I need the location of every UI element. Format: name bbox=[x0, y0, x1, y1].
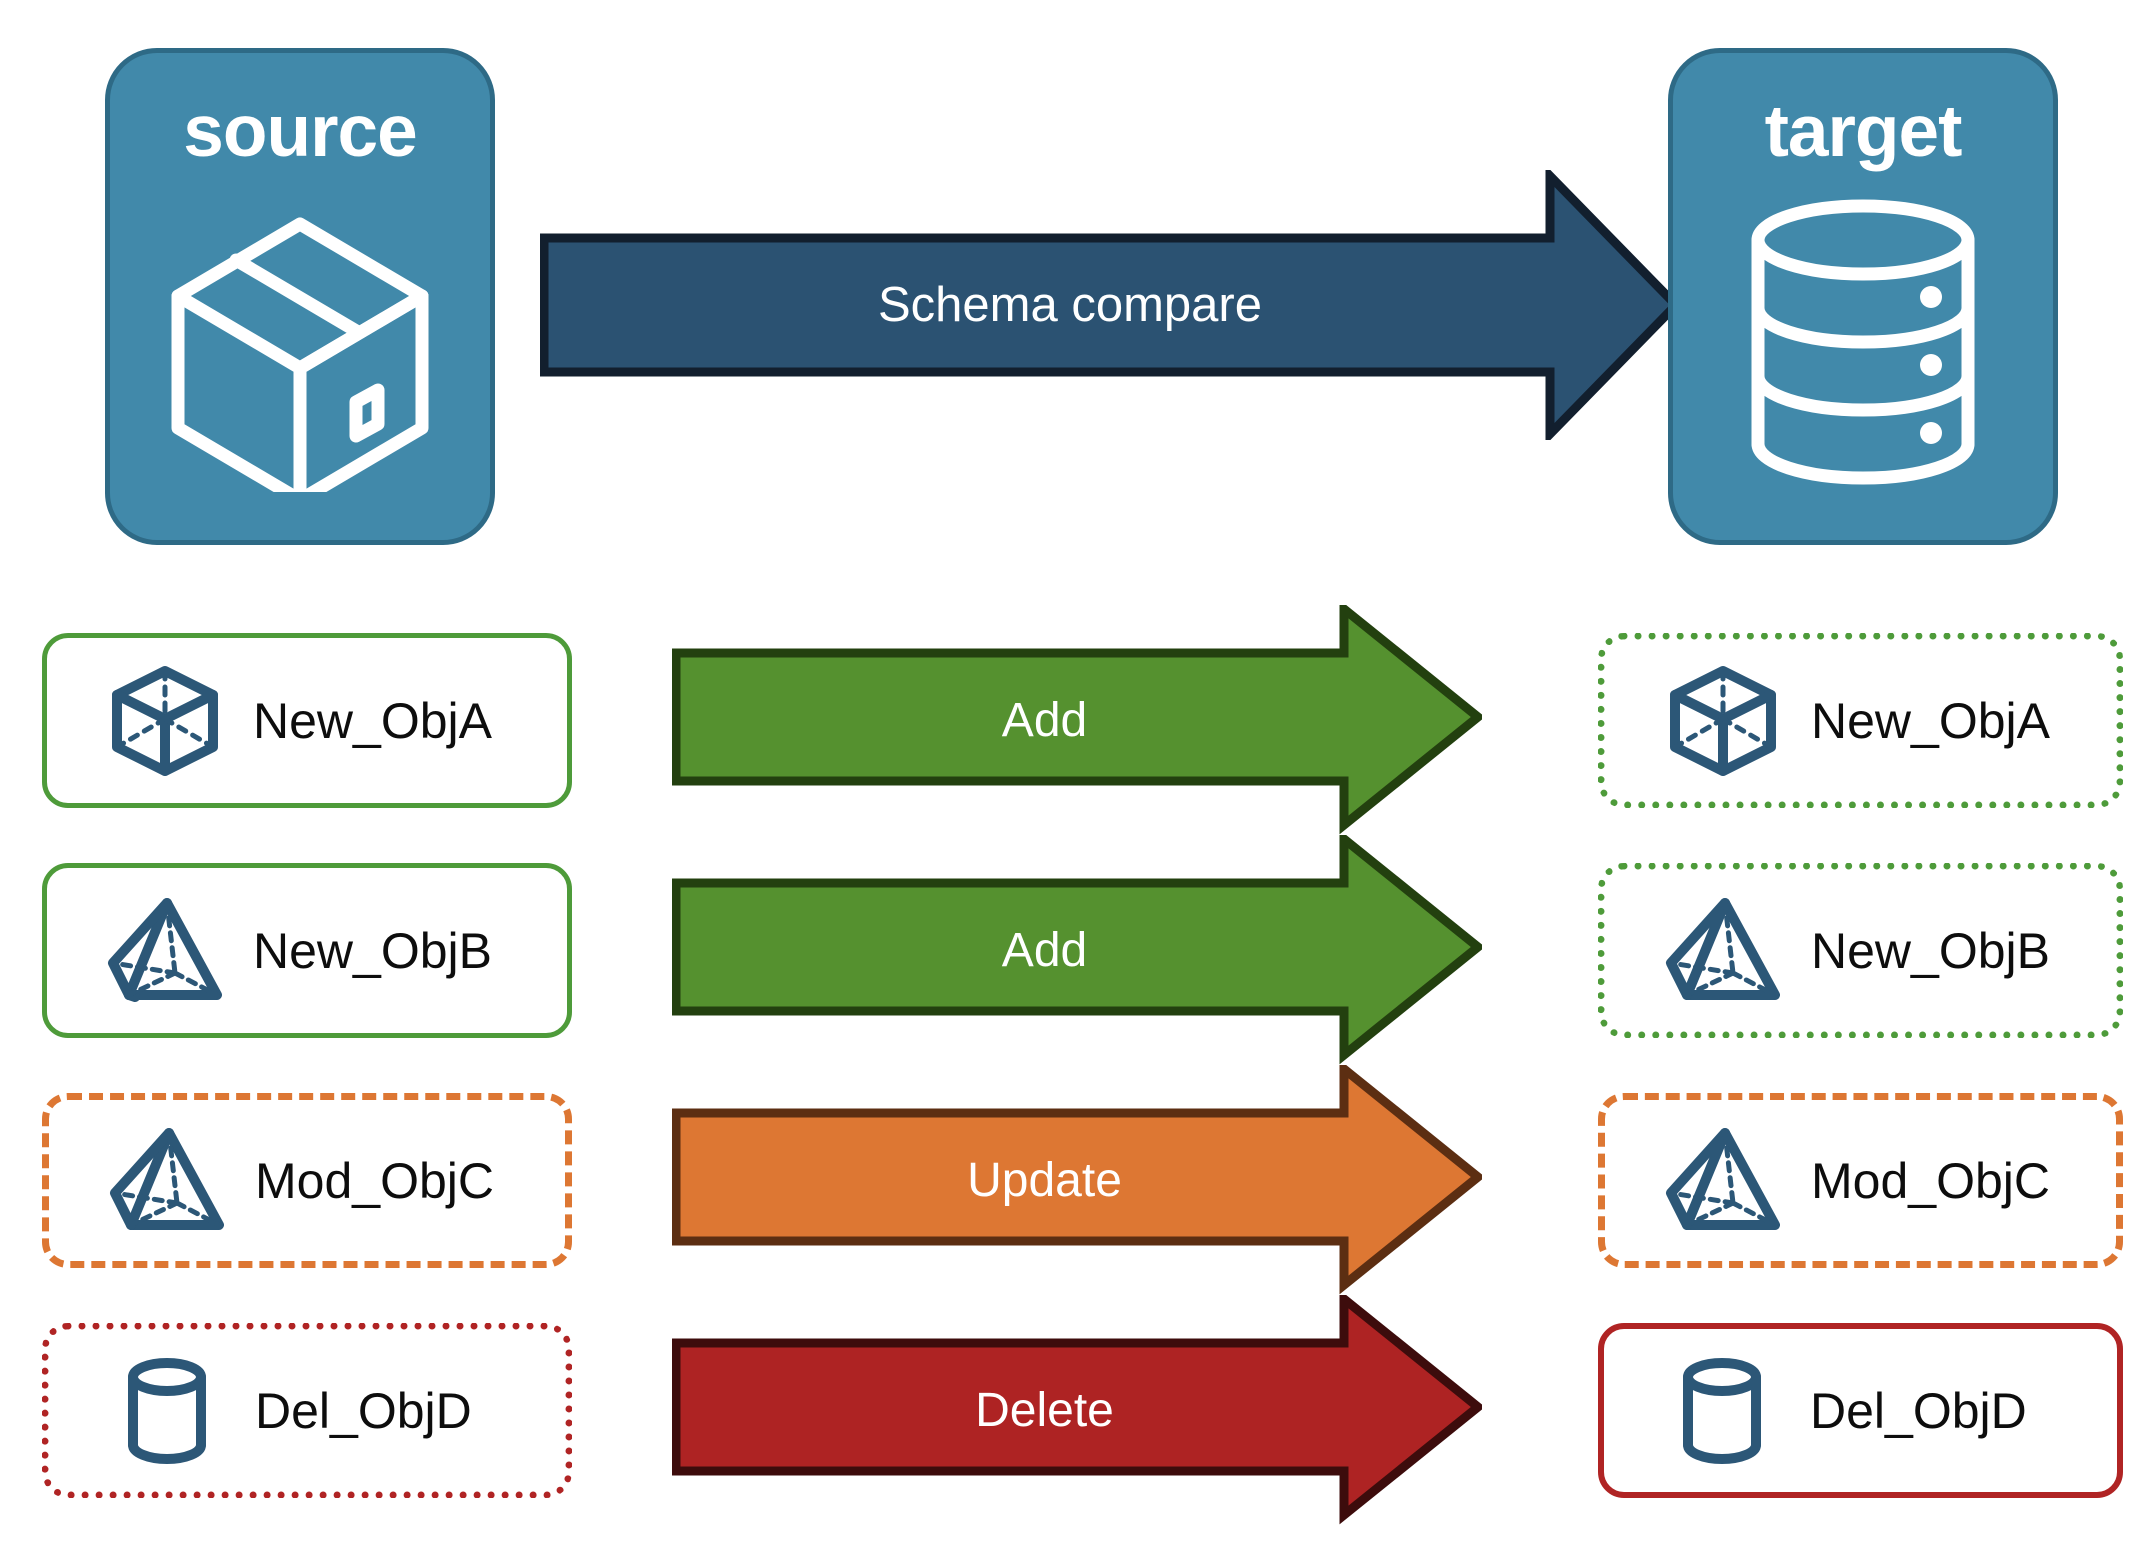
source-object-label: New_ObjA bbox=[253, 692, 492, 749]
update-arrow bbox=[672, 1065, 1482, 1295]
target-object-label: New_ObjA bbox=[1811, 692, 2050, 749]
target-object-box[interactable]: New_ObjB bbox=[1598, 863, 2123, 1038]
add-arrow bbox=[672, 605, 1482, 835]
source-object-box[interactable]: Mod_ObjC bbox=[42, 1093, 572, 1268]
cube-icon bbox=[99, 661, 231, 781]
target-object-box[interactable]: Del_ObjD bbox=[1598, 1323, 2123, 1498]
delete-arrow bbox=[672, 1295, 1482, 1525]
source-object-box[interactable]: Del_ObjD bbox=[42, 1323, 572, 1498]
cube-icon bbox=[1657, 661, 1789, 781]
pyramid-icon bbox=[1657, 1121, 1789, 1241]
package-box-icon bbox=[150, 192, 450, 507]
target-object-label: Del_ObjD bbox=[1810, 1382, 2027, 1439]
schema-compare-arrow bbox=[540, 170, 1680, 440]
target-object-box[interactable]: New_ObjA bbox=[1598, 633, 2123, 808]
object-row: New_ObjA Add bbox=[0, 605, 2150, 835]
source-object-box[interactable]: New_ObjB bbox=[42, 863, 572, 1038]
source-endpoint-card: source bbox=[105, 48, 495, 545]
source-object-label: New_ObjB bbox=[253, 922, 492, 979]
object-row: Mod_ObjC Update bbox=[0, 1065, 2150, 1295]
pyramid-icon bbox=[1657, 891, 1789, 1011]
source-title: source bbox=[183, 91, 417, 172]
target-endpoint-card: target bbox=[1668, 48, 2058, 545]
target-object-label: New_ObjB bbox=[1811, 922, 2050, 979]
add-arrow bbox=[672, 835, 1482, 1065]
object-row: New_ObjB Add bbox=[0, 835, 2150, 1065]
cylinder-icon bbox=[1656, 1351, 1788, 1471]
source-object-label: Mod_ObjC bbox=[255, 1152, 494, 1209]
object-row: Del_ObjD Delete Del_ObjD bbox=[0, 1295, 2150, 1525]
target-object-box[interactable]: Mod_ObjC bbox=[1598, 1093, 2123, 1268]
database-cylinder-icon bbox=[1718, 192, 2008, 497]
target-title: target bbox=[1764, 91, 1963, 172]
source-object-box[interactable]: New_ObjA bbox=[42, 633, 572, 808]
source-object-label: Del_ObjD bbox=[255, 1382, 472, 1439]
cylinder-icon bbox=[101, 1351, 233, 1471]
pyramid-icon bbox=[99, 891, 231, 1011]
target-object-label: Mod_ObjC bbox=[1811, 1152, 2050, 1209]
pyramid-icon bbox=[101, 1121, 233, 1241]
